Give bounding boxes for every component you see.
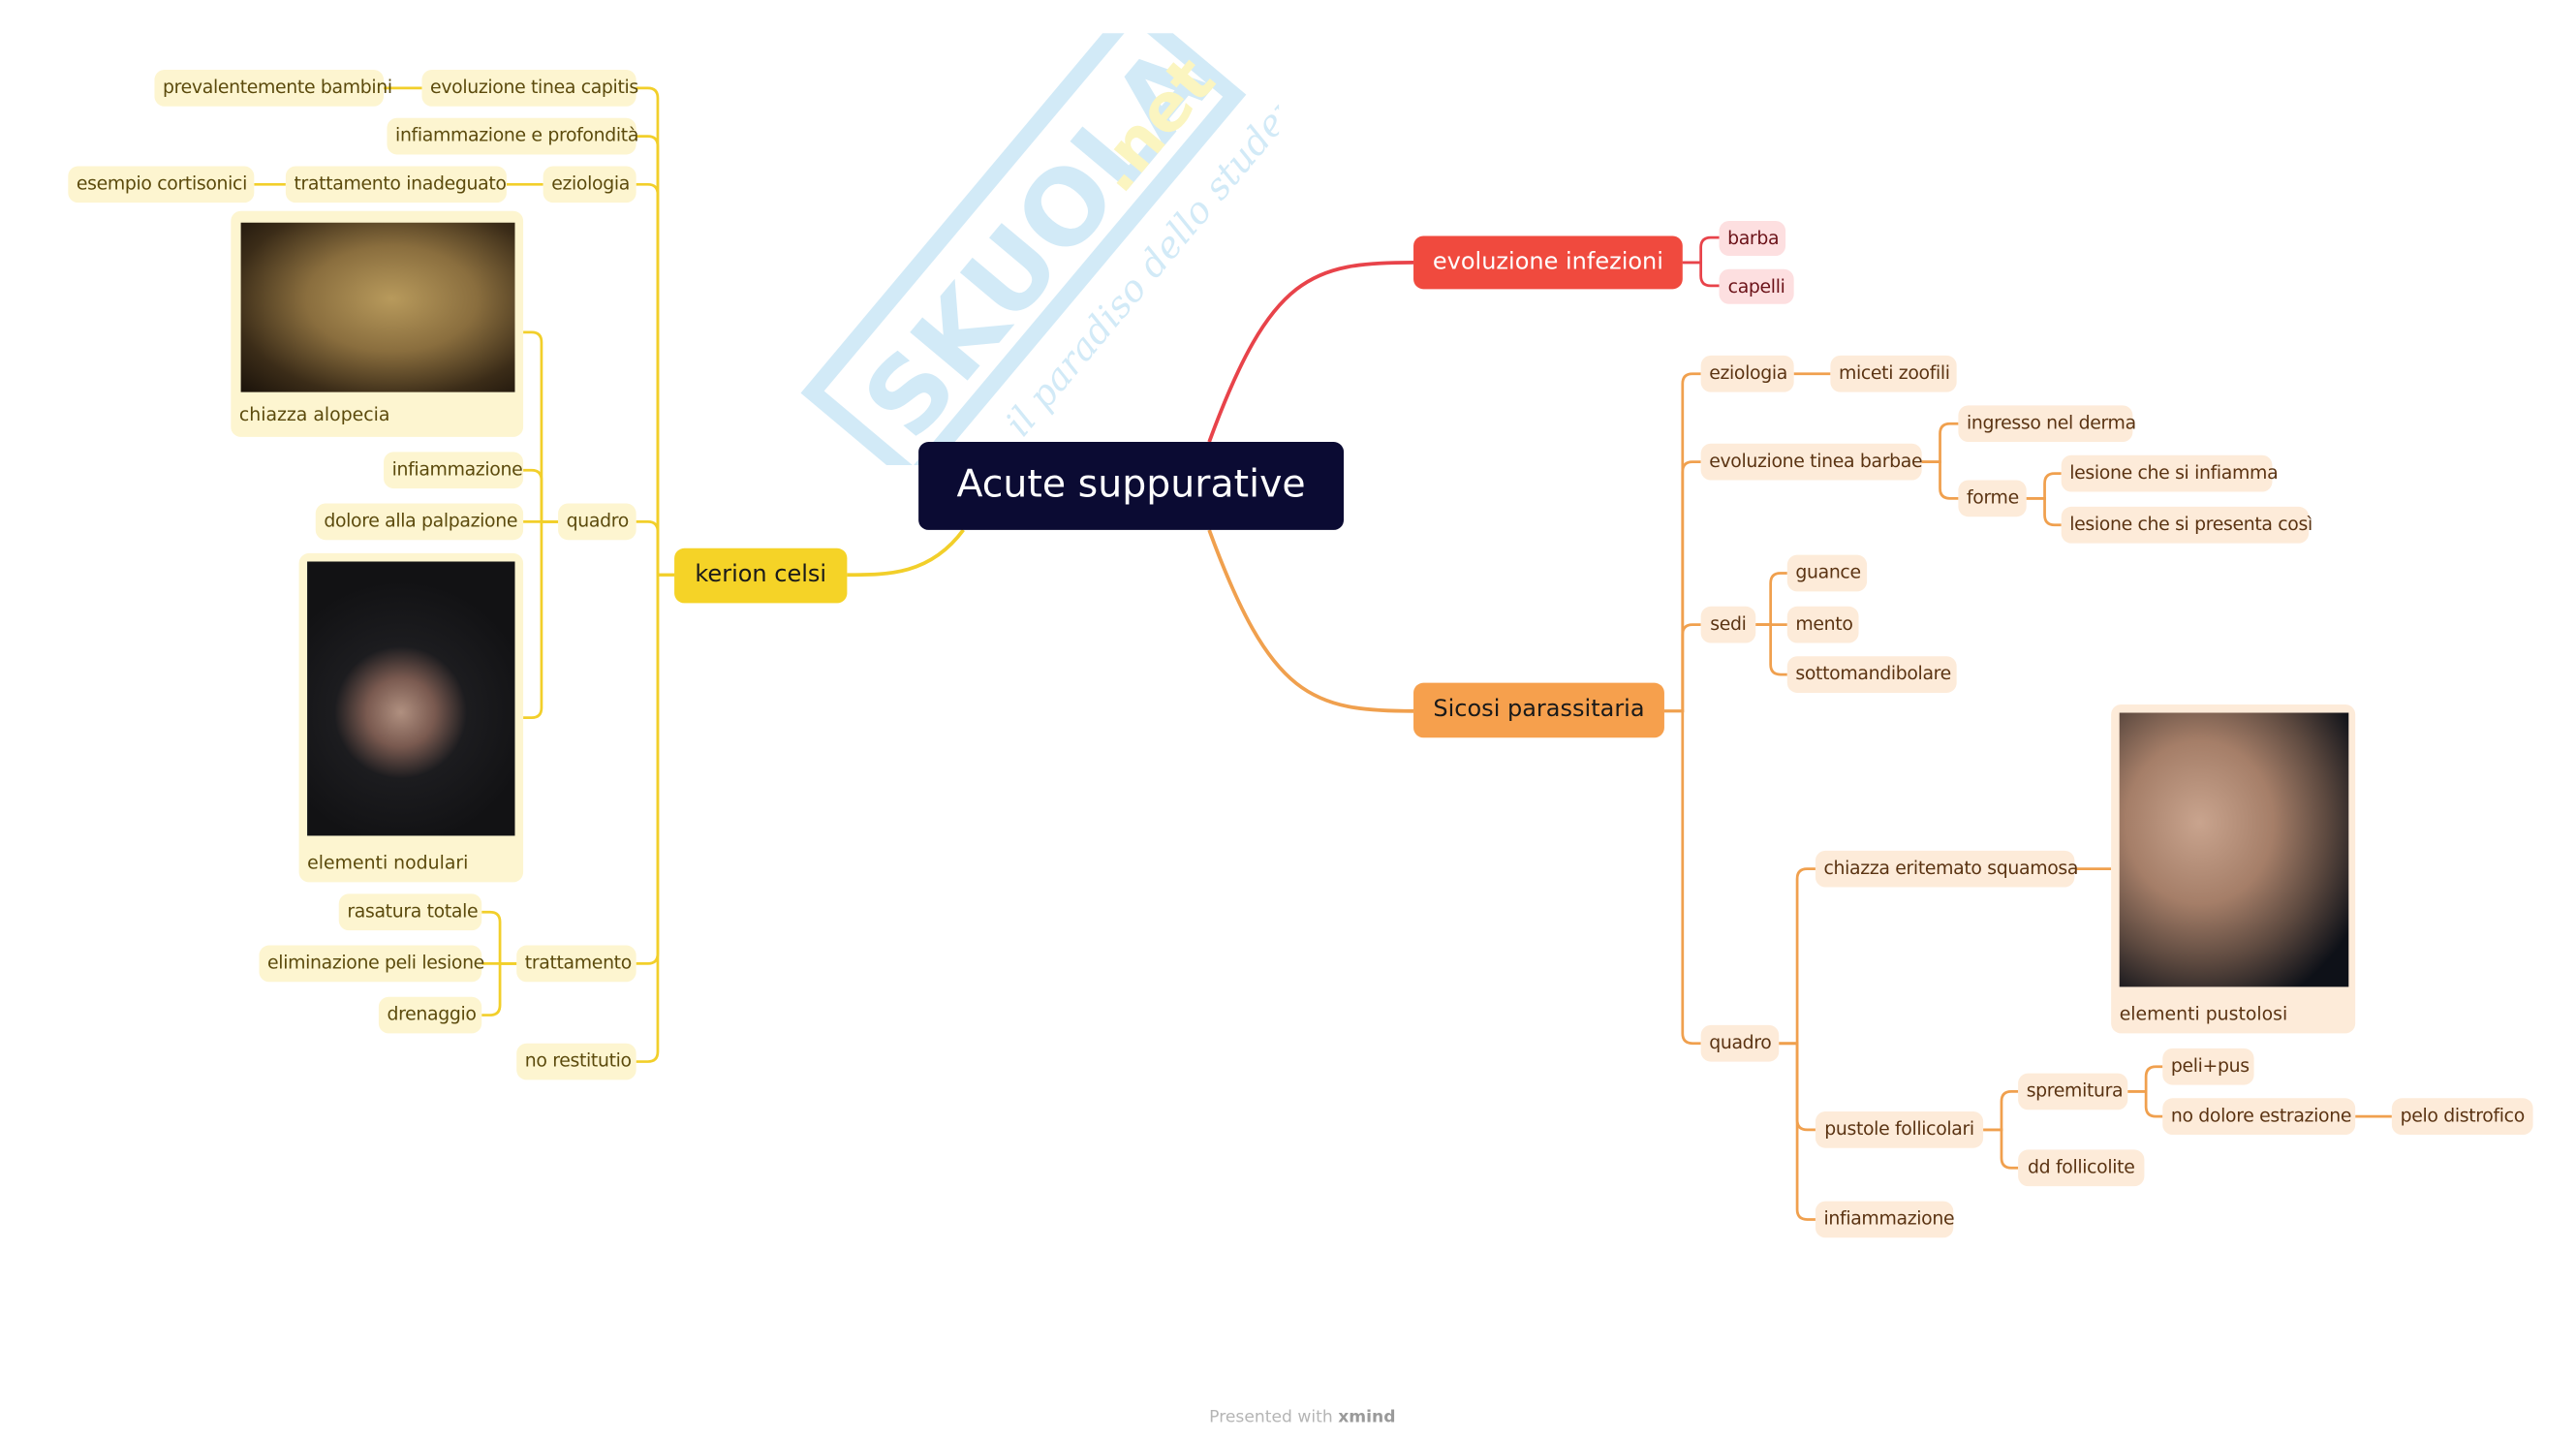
scalp-nodule-photo xyxy=(307,561,515,836)
node-evoluzione-tinea-capitis[interactable]: evoluzione tinea capitis xyxy=(421,70,638,107)
node-capelli[interactable]: capelli xyxy=(1719,268,1794,304)
connector xyxy=(1779,1042,1816,1221)
connector xyxy=(1921,422,1959,464)
connector xyxy=(523,330,559,523)
connector xyxy=(636,86,675,577)
node-infiammazione-profondita[interactable]: infiammazione e profondità xyxy=(387,117,638,155)
node-lesione-presenta[interactable]: lesione che si presenta così xyxy=(2061,506,2312,544)
node-lesione-infiamma[interactable]: lesione che si infiamma xyxy=(2061,454,2279,492)
xmind-brand[interactable]: xmind xyxy=(1338,1408,1396,1427)
node-eliminazione-peli[interactable]: eliminazione peli lesione xyxy=(259,945,484,983)
node-trattamento[interactable]: trattamento xyxy=(516,945,636,983)
scalp-alopecia-photo xyxy=(240,222,515,392)
connector xyxy=(636,519,675,577)
node-chiazza-eritemato[interactable]: chiazza eritemato squamosa xyxy=(1815,850,2078,888)
node-sottomandibolare[interactable]: sottomandibolare xyxy=(1786,656,1957,693)
connector xyxy=(1755,623,1787,676)
connector xyxy=(636,135,675,577)
node-trattamento-inadeguato[interactable]: trattamento inadeguato xyxy=(285,166,507,203)
node-prevalentemente-bambini[interactable]: prevalentemente bambini xyxy=(154,70,392,107)
connector xyxy=(1682,235,1720,265)
connector xyxy=(1663,372,1701,713)
skuola-watermark: SKUOLA .net il paradiso dello studente xyxy=(800,33,1279,466)
connector xyxy=(1983,1128,2019,1170)
node-infiammazione-sicosi[interactable]: infiammazione xyxy=(1815,1201,1955,1238)
evoluzione-infezioni-topic[interactable]: evoluzione infezioni xyxy=(1413,235,1683,290)
connector xyxy=(1663,623,1701,713)
node-infiammazione-kerion[interactable]: infiammazione xyxy=(384,452,524,489)
node-pelo-distrofico[interactable]: pelo distrofico xyxy=(2391,1098,2533,1136)
node-mento[interactable]: mento xyxy=(1786,606,1859,643)
connector xyxy=(1207,529,1414,713)
node-spremitura[interactable]: spremitura xyxy=(2018,1073,2128,1111)
connector xyxy=(636,182,675,577)
node-dd-follicolite[interactable]: dd follicolite xyxy=(2018,1149,2145,1187)
node-eziologia-kerion[interactable]: eziologia xyxy=(543,166,636,203)
node-miceti-zoofili[interactable]: miceti zoofili xyxy=(1830,355,1957,392)
image-node-elementi-pustolosi[interactable]: elementi pustolosi xyxy=(2111,704,2356,1034)
connector xyxy=(2026,496,2062,527)
image-node-chiazza-alopecia[interactable]: chiazza alopecia xyxy=(231,210,524,437)
node-barba[interactable]: barba xyxy=(1719,221,1786,257)
beard-pustules-photo xyxy=(2119,712,2349,987)
caption: elementi nodulari xyxy=(307,852,469,874)
connector xyxy=(2127,1065,2163,1093)
connector xyxy=(1663,709,1701,1046)
footer-credit: Presented with xmind xyxy=(1209,1409,1395,1427)
node-rasatura-totale[interactable]: rasatura totale xyxy=(338,893,482,931)
node-peli-pus[interactable]: peli+pus xyxy=(2162,1048,2254,1085)
connector xyxy=(636,573,675,1063)
connector xyxy=(481,910,517,965)
connector xyxy=(1755,572,1787,627)
image-node-elementi-nodulari[interactable]: elementi nodulari xyxy=(298,552,524,883)
caption: elementi pustolosi xyxy=(2119,1003,2288,1025)
caption: chiazza alopecia xyxy=(238,403,390,425)
connector xyxy=(1663,460,1701,713)
node-evoluzione-tinea-barbae[interactable]: evoluzione tinea barbae xyxy=(1700,443,1923,481)
connector xyxy=(1983,1090,2019,1132)
node-no-dolore-estrazione[interactable]: no dolore estrazione xyxy=(2162,1098,2356,1136)
node-pustole-follicolari[interactable]: pustole follicolari xyxy=(1815,1111,1984,1148)
connector xyxy=(2127,1090,2163,1118)
kerion-celsi-topic[interactable]: kerion celsi xyxy=(674,547,848,604)
connector xyxy=(523,519,559,720)
connector xyxy=(847,528,965,578)
connector xyxy=(1921,460,1959,500)
connector xyxy=(2026,472,2062,500)
node-guance[interactable]: guance xyxy=(1786,554,1868,592)
node-quadro-kerion[interactable]: quadro xyxy=(558,503,636,541)
node-eziologia-sicosi[interactable]: eziologia xyxy=(1700,355,1794,392)
node-ingresso-derma[interactable]: ingresso nel derma xyxy=(1958,405,2136,443)
node-forme[interactable]: forme xyxy=(1958,480,2027,517)
footer-prefix: Presented with xyxy=(1209,1408,1333,1427)
connector xyxy=(481,962,517,1017)
node-quadro-sicosi[interactable]: quadro xyxy=(1700,1024,1780,1062)
node-sedi[interactable]: sedi xyxy=(1700,606,1756,643)
connector xyxy=(1779,867,1816,1046)
node-drenaggio[interactable]: drenaggio xyxy=(378,996,482,1034)
node-dolore-palpazione[interactable]: dolore alla palpazione xyxy=(315,503,524,541)
sicosi-parassitaria-topic[interactable]: Sicosi parassitaria xyxy=(1413,682,1664,738)
connector xyxy=(1207,261,1414,443)
node-no-restitutio[interactable]: no restitutio xyxy=(516,1043,636,1080)
connector xyxy=(523,468,559,523)
connector xyxy=(636,573,675,965)
connector xyxy=(1682,261,1720,288)
node-esempio-cortisonici[interactable]: esempio cortisonici xyxy=(68,166,255,203)
central-topic[interactable]: Acute suppurative xyxy=(918,442,1345,530)
